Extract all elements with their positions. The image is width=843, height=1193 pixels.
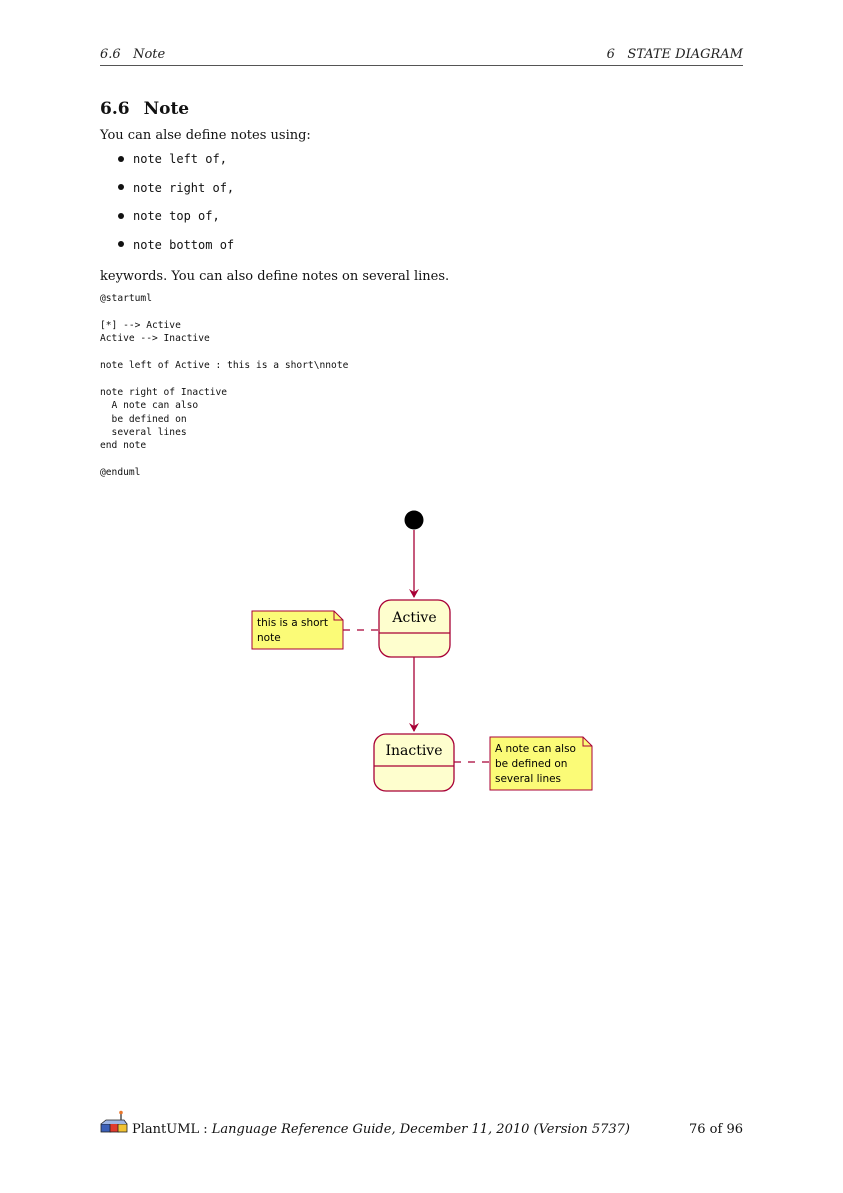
page-number: 76 of 96 xyxy=(689,1122,743,1137)
section-heading: 6.6 Note xyxy=(100,99,189,119)
bullet-icon xyxy=(118,241,124,247)
keyword-note-right: note right of, xyxy=(133,180,235,195)
footer-doc-title: Language Reference Guide, December 11, 2… xyxy=(211,1122,631,1137)
code-block: @startuml [*] --> Active Active --> Inac… xyxy=(100,293,349,479)
running-header-chapter: 6 STATE DIAGRAM xyxy=(606,47,743,62)
note-right-line-1: A note can also xyxy=(495,743,576,755)
keyword-note-bottom: note bottom of xyxy=(133,237,235,252)
bullet-icon xyxy=(118,212,124,219)
list-item: note left of, xyxy=(118,152,234,181)
footer-app-name: PlantUML : xyxy=(132,1122,212,1137)
start-node xyxy=(404,510,424,530)
list-item: note bottom of xyxy=(118,238,234,267)
note-right-line-3: several lines xyxy=(495,773,561,785)
state-active-label: Active xyxy=(391,610,436,626)
note-right-line-2: be defined on xyxy=(495,758,567,770)
list-item: note right of, xyxy=(118,181,234,210)
keywords-paragraph: keywords. You can also define notes on s… xyxy=(100,269,450,284)
state-active: Active xyxy=(378,599,451,658)
state-diagram: Active Inactive this is a short note A n… xyxy=(251,510,593,792)
running-header-section: 6.6 Note xyxy=(100,47,166,62)
plantuml-logo-icon xyxy=(100,1110,128,1133)
note-right-inactive: A note can also be defined on several li… xyxy=(489,736,593,791)
bullet-icon xyxy=(118,184,124,190)
keyword-note-left: note left of, xyxy=(133,152,227,166)
footer-citation: PlantUML : Language Reference Guide, Dec… xyxy=(132,1122,630,1137)
state-inactive-label: Inactive xyxy=(385,743,442,759)
bullet-icon xyxy=(118,155,124,162)
note-left-line-1: this is a short xyxy=(257,617,328,629)
keyword-list: note left of, note right of, note top of… xyxy=(118,152,234,266)
note-left-active: this is a short note xyxy=(251,610,344,650)
list-item: note top of, xyxy=(118,209,234,238)
section-title: Note xyxy=(143,99,190,119)
note-left-line-2: note xyxy=(257,632,281,644)
keyword-note-top: note top of, xyxy=(133,209,220,223)
intro-paragraph: You can alse define notes using: xyxy=(100,128,311,143)
header-rule xyxy=(100,65,743,66)
section-number: 6.6 xyxy=(100,99,130,119)
state-inactive: Inactive xyxy=(373,733,455,792)
